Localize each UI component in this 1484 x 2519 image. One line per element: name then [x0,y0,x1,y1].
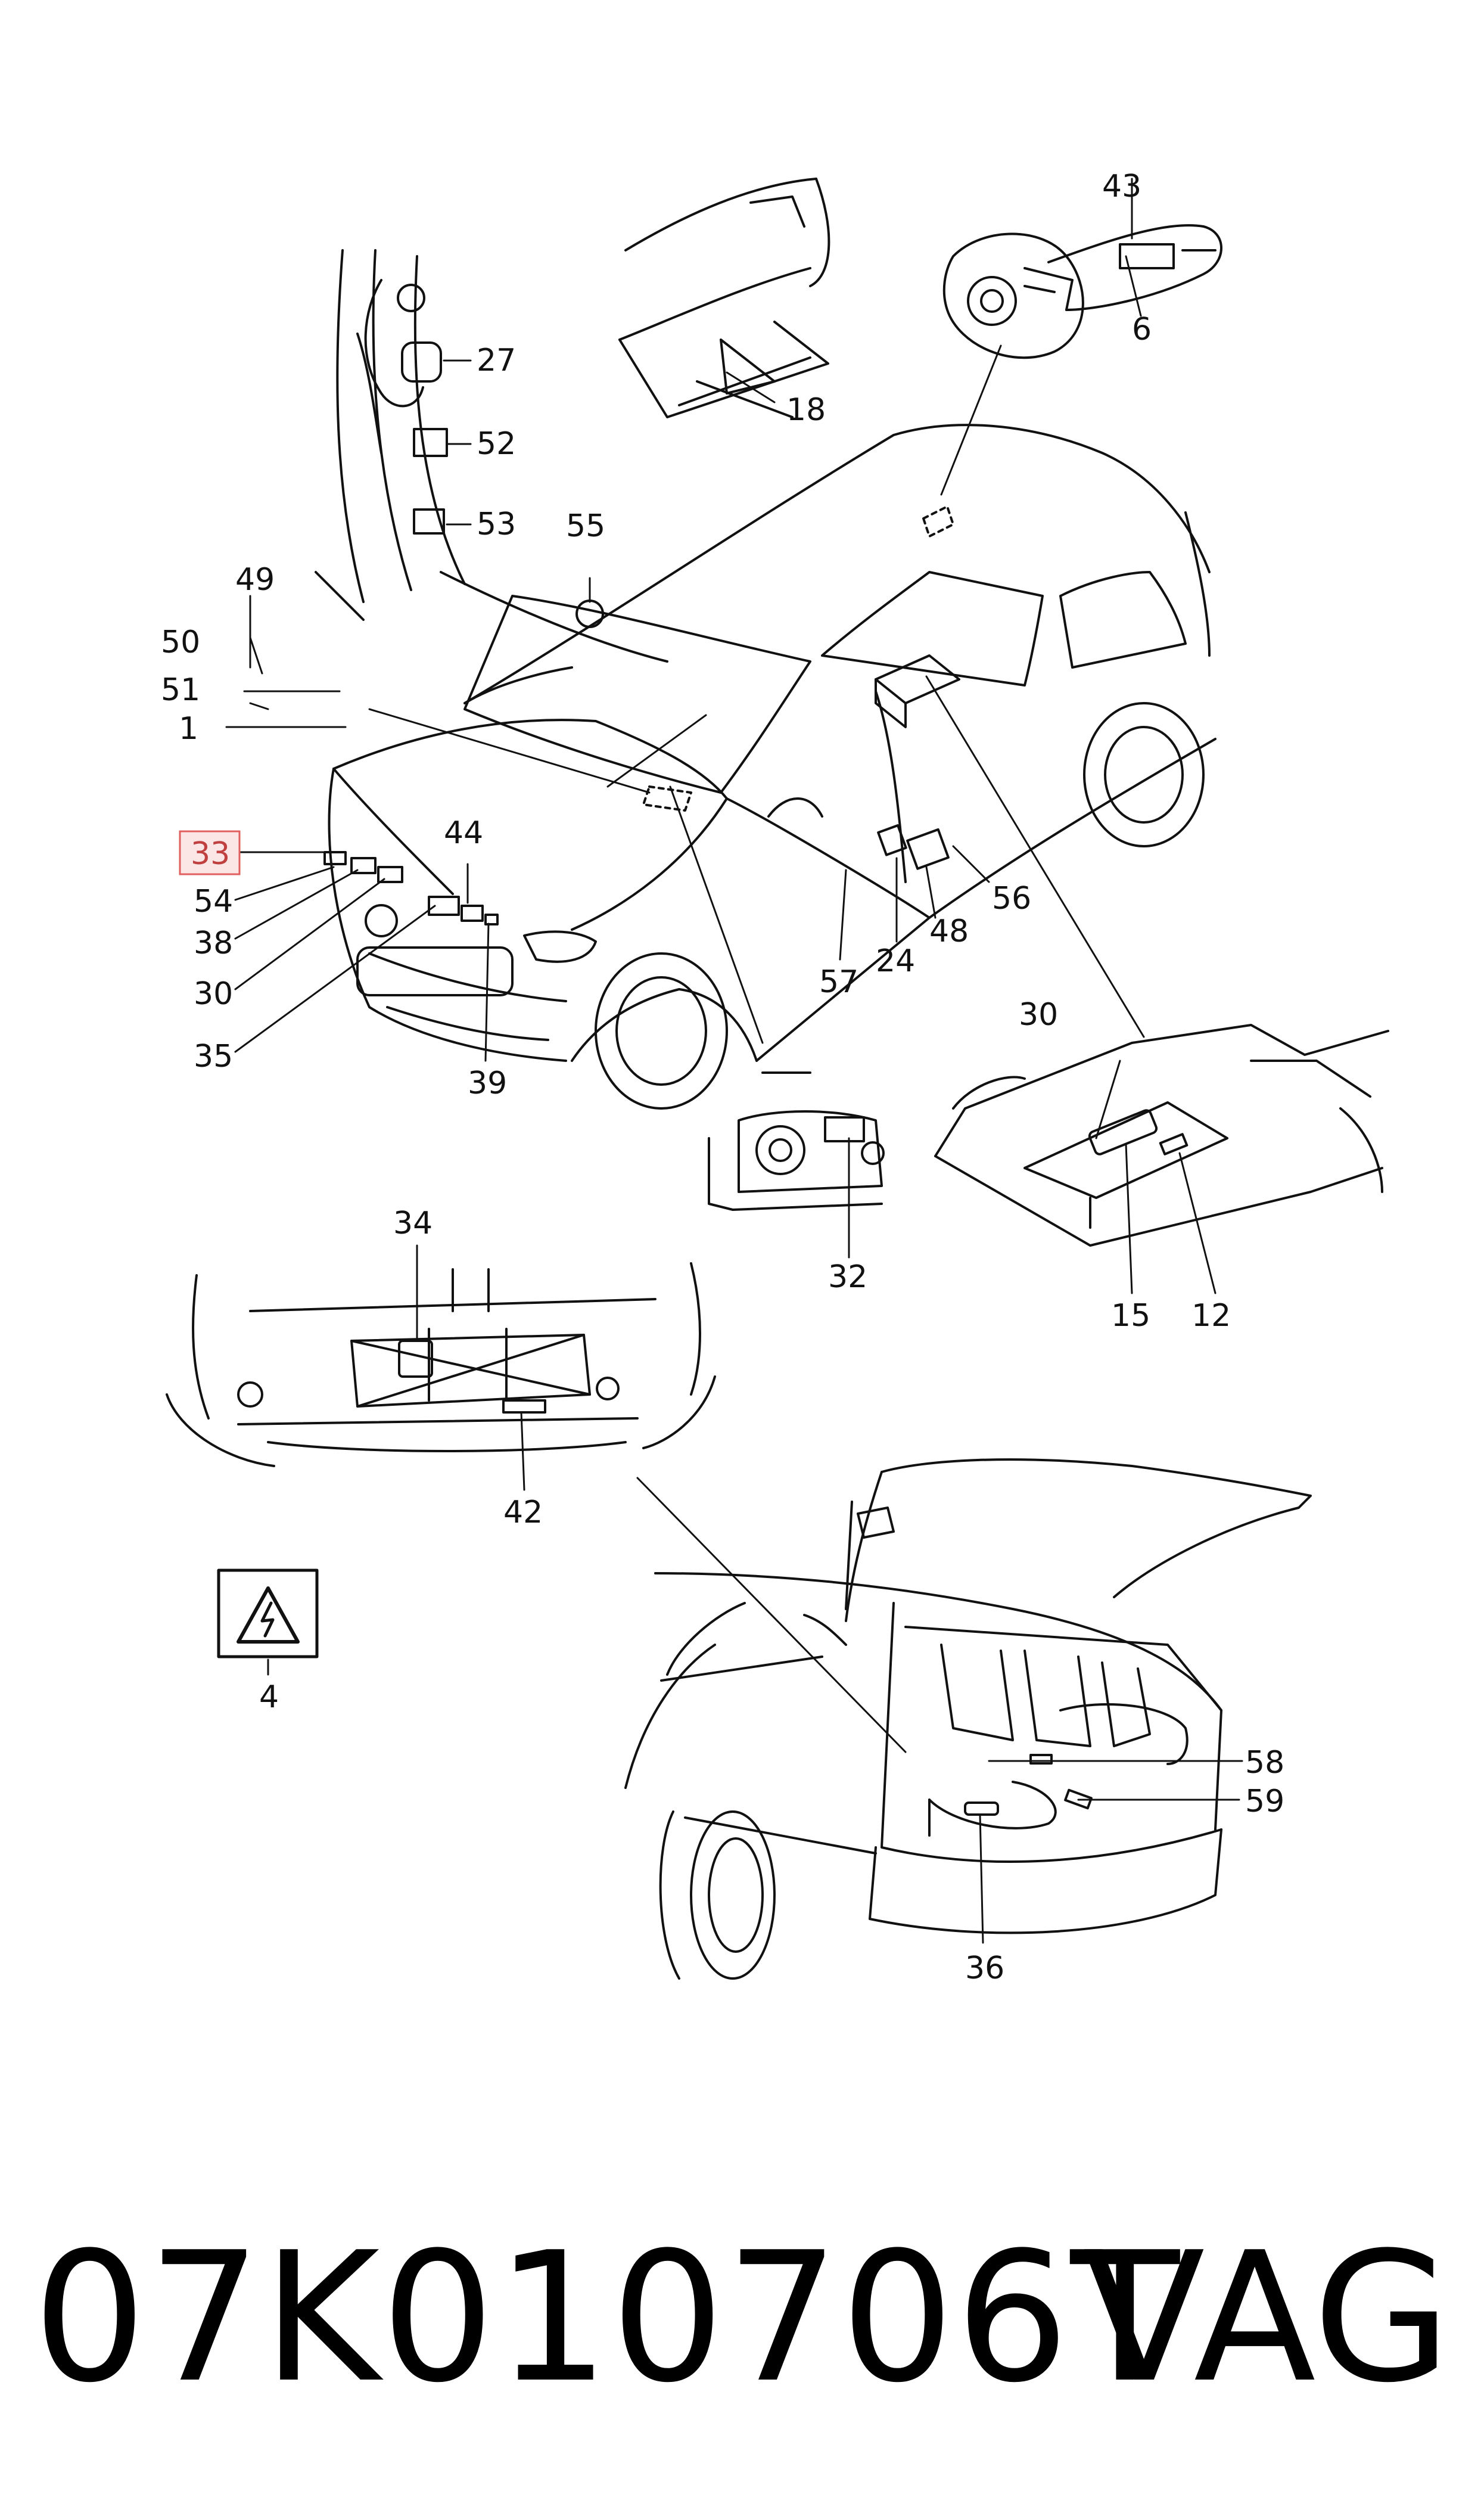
callout-27: 27 [477,343,516,378]
callout-50: 50 [161,625,200,660]
leader-lines [225,178,1243,1944]
parts-diagram: 27 52 53 18 43 6 55 49 50 51 1 33 44 54 … [161,169,1389,1986]
callout-39: 39 [468,1066,507,1101]
callout-36: 36 [965,1950,1004,1986]
callout-49: 49 [235,562,275,598]
callout-48: 48 [929,914,969,949]
vehicle-front [323,424,1217,1110]
pillar-inset [315,249,668,663]
light-switch-inset [708,1071,885,1211]
callout-6: 6 [1132,312,1152,347]
callout-55: 55 [566,508,605,544]
callout-32: 32 [828,1259,867,1295]
footer: 07K010706T VAG [0,2199,1484,2437]
callout-30-console: 30 [1019,997,1058,1033]
callout-51: 51 [161,672,200,708]
high-voltage-warning-label [217,1568,319,1658]
callout-44: 44 [444,815,483,851]
callout-15: 15 [1111,1298,1150,1334]
callout-35: 35 [194,1039,233,1074]
callout-43: 43 [1102,169,1141,204]
vehicle-rear [624,1458,1312,1980]
underbody-inset [166,1262,716,1467]
callout-56: 56 [992,881,1031,917]
callout-30-front: 30 [194,976,233,1012]
brand-name: VAG [1082,2214,1451,2422]
callout-54: 54 [194,884,233,920]
part-number: 07K010706T [33,2214,1181,2422]
callout-34: 34 [393,1206,433,1241]
console-inset [934,1024,1389,1247]
callout-33: 33 [191,836,230,872]
callout-24: 24 [876,943,915,979]
callout-52: 52 [477,426,516,462]
callout-38: 38 [194,925,233,961]
callout-58: 58 [1245,1745,1284,1781]
callout-4: 4 [259,1679,279,1715]
callout-57: 57 [819,964,858,1000]
callout-33-highlight [179,830,241,875]
callout-1: 1 [179,711,198,747]
sunvisor-inset [618,178,830,418]
callout-42: 42 [503,1495,543,1530]
callout-18: 18 [786,392,826,428]
callout-59: 59 [1245,1784,1284,1819]
callout-53: 53 [477,507,516,542]
fuel-cap-inset [942,224,1222,359]
callout-12: 12 [1191,1298,1231,1334]
callout-labels: 27 52 53 18 43 6 55 49 50 51 1 33 44 54 … [161,169,1284,1986]
